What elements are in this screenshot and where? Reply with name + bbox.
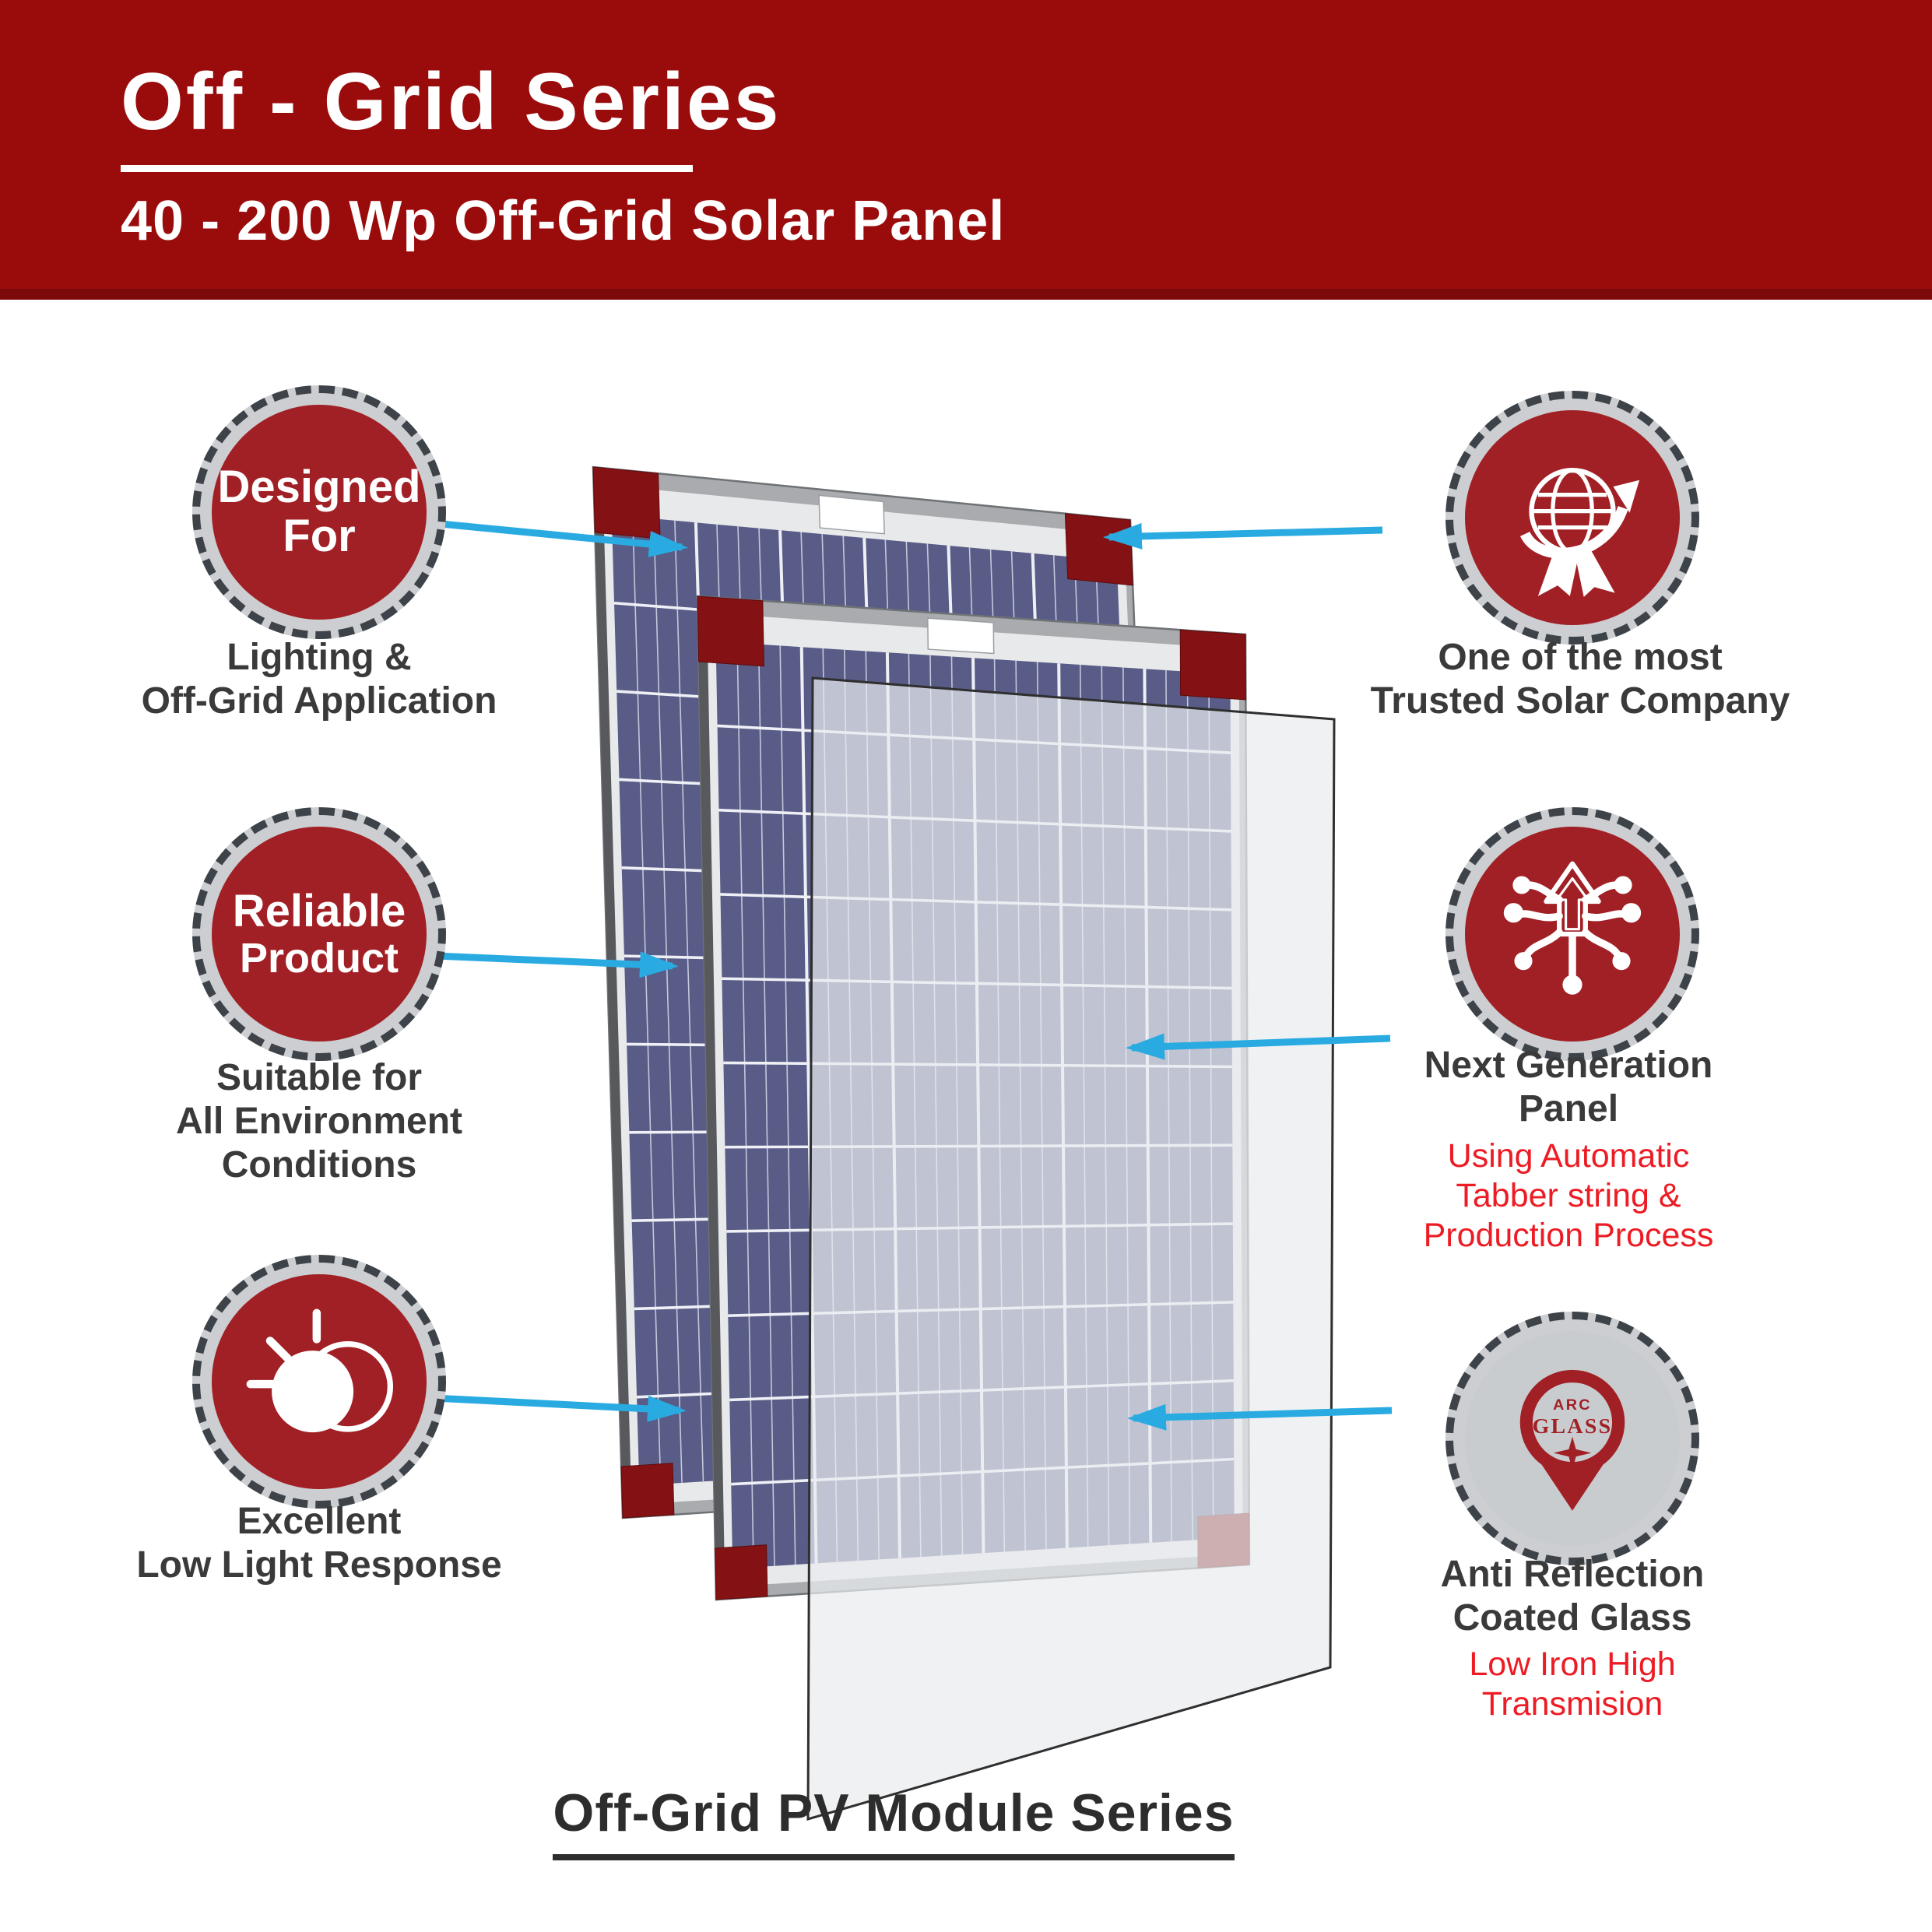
label-next-gen-panel: Next Generation Panel — [1424, 1045, 1713, 1129]
badge-low-light-core — [212, 1274, 427, 1489]
sublabel-arc-glass: Low Iron High Transmision — [1469, 1646, 1676, 1723]
title-underline — [121, 165, 693, 172]
label-designed-for: Lighting & Off-Grid Application — [141, 637, 497, 722]
badge-text: Reliable — [232, 885, 406, 936]
label-arc-glass: Anti Reflection Coated Glass — [1440, 1554, 1705, 1639]
low-light-icon — [246, 1308, 394, 1433]
label-low-light: Excellent Low Light Response — [136, 1501, 502, 1586]
badge-reliable-product: Reliable Product — [192, 807, 446, 1061]
badge-arc-glass-core: ARC GLASS — [1465, 1331, 1680, 1546]
badge-arc-glass: ARC GLASS — [1445, 1312, 1699, 1565]
banner-bottom-shade — [0, 289, 1932, 300]
page-title: Off - Grid Series — [121, 57, 782, 147]
footer-title: Off-Grid PV Module Series — [427, 1783, 1361, 1860]
badge-text: Product — [239, 935, 399, 982]
sublabel-next-gen-panel: Using Automatic Tabber string & Producti… — [1423, 1137, 1714, 1254]
badge-low-light — [192, 1255, 446, 1509]
badge-text: Designed — [217, 462, 421, 513]
glass-text: GLASS — [1533, 1414, 1613, 1438]
badge-designed-for: Designed For — [192, 385, 446, 639]
badge-text: For — [283, 511, 356, 561]
header-banner: Off - Grid Series 40 - 200 Wp Off-Grid S… — [0, 0, 1932, 300]
badge-trusted-company-core — [1465, 410, 1680, 625]
badge-trusted-company — [1445, 391, 1699, 645]
glass-sheet — [806, 676, 1336, 1821]
label-reliable-product: Suitable for All Environment Conditions — [175, 1057, 463, 1186]
arc-text: ARC — [1553, 1396, 1592, 1414]
badge-next-gen-panel-core — [1465, 827, 1680, 1042]
arc-glass-pin-icon: ARC GLASS — [1519, 1369, 1625, 1511]
badge-reliable-product-core: Reliable Product — [212, 827, 427, 1042]
label-trusted-company: One of the most Trusted Solar Company — [1370, 637, 1790, 722]
badge-next-gen-panel — [1445, 807, 1699, 1061]
trusted-globe-award-icon — [1519, 467, 1640, 597]
page-subtitle: 40 - 200 Wp Off-Grid Solar Panel — [121, 190, 1006, 252]
next-gen-circuit-arrow-icon — [1503, 861, 1642, 995]
connector-arrows — [433, 520, 1393, 1431]
badge-designed-for-core: Designed For — [212, 405, 427, 620]
